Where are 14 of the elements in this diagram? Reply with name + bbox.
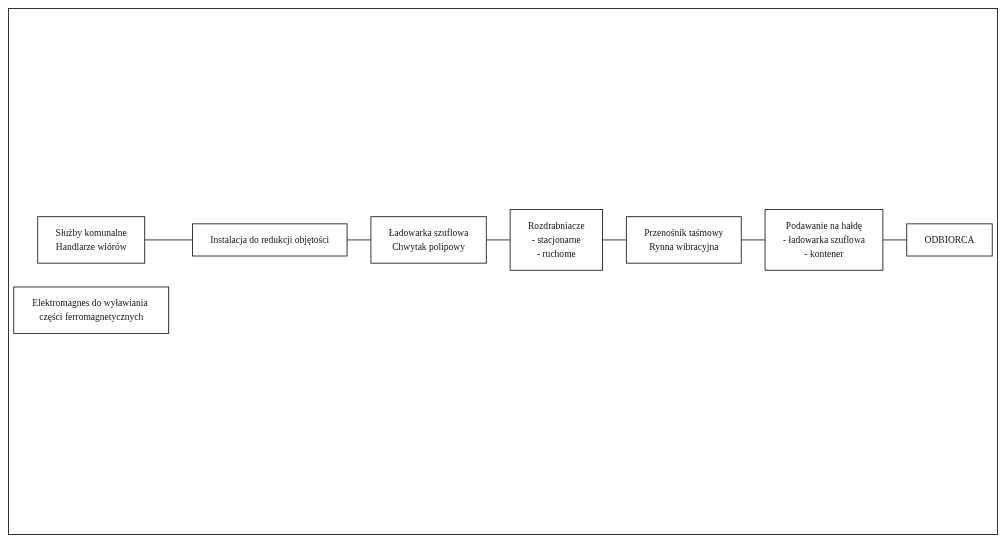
node-box: Ładowarka szuflowa Chwytak polipowy [370,216,487,264]
connector [346,239,372,241]
connector [602,239,627,241]
connector [882,239,908,241]
connector [144,239,193,241]
connector [485,239,511,241]
node-box: Elektromagnes do wyławiania części ferromagnetycznych [13,286,170,334]
node-box: Służby komunalne Handlarze wiórów [37,216,146,264]
node-box: Instalacja do redukcji objętości [192,223,348,257]
node-box: Podawanie na hałdę - ładowarka szuflowa - kontener [764,209,884,271]
connector [740,239,766,241]
node-box: Rozdrabniacze - stacjonarne - ruchome [509,209,603,271]
node-box: Przenośnik taśmowy Rynna wibracyjna [625,216,742,264]
node-box: ODBIORCA [906,223,993,257]
